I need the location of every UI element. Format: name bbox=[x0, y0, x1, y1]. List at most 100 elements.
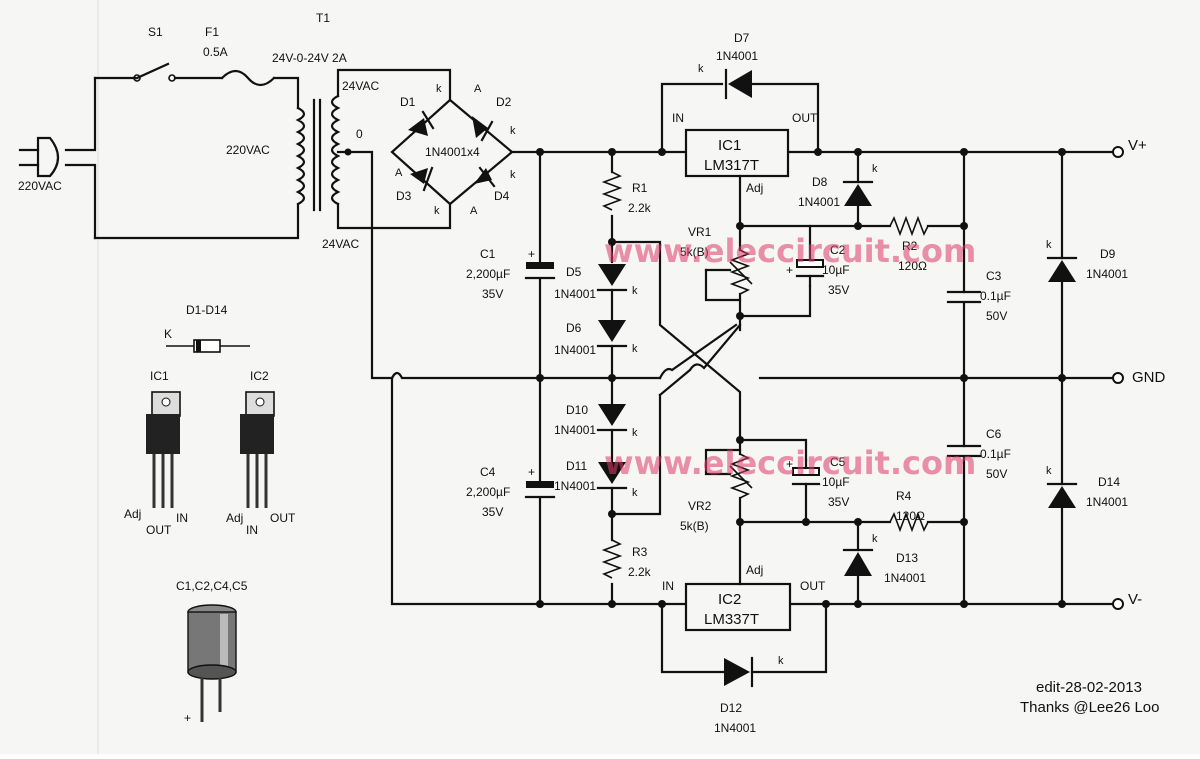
watermark-bottom: www.eleccircuit.com bbox=[604, 444, 976, 482]
d9-part: 1N4001 bbox=[1086, 267, 1128, 281]
d7-k: k bbox=[698, 63, 704, 75]
d11-part: 1N4001 bbox=[554, 479, 596, 493]
d12-part: 1N4001 bbox=[714, 721, 756, 735]
vplus-terminal bbox=[1112, 146, 1124, 158]
fuse-f1 bbox=[220, 69, 276, 87]
d12-symbol bbox=[724, 658, 750, 686]
c2-symbol bbox=[796, 259, 824, 268]
r2-value: 120Ω bbox=[898, 259, 927, 273]
d4-label: D4 bbox=[494, 189, 510, 203]
fuse-value: 0.5A bbox=[203, 45, 228, 59]
d10-part: 1N4001 bbox=[554, 423, 596, 437]
bridge-rectifier bbox=[390, 98, 514, 206]
d14-symbol bbox=[1048, 486, 1076, 508]
d1-label: D1 bbox=[400, 95, 416, 109]
d8-k: k bbox=[872, 163, 878, 175]
d5-ref: D5 bbox=[566, 265, 582, 279]
c5-value: 10µF bbox=[822, 475, 850, 489]
switch-label: S1 bbox=[148, 25, 163, 39]
d14-part: 1N4001 bbox=[1086, 495, 1128, 509]
legend-caps: C1,C2,C4,C5 bbox=[176, 579, 248, 593]
watermark-top: www.eleccircuit.com bbox=[604, 232, 976, 270]
vplus-label: V+ bbox=[1128, 137, 1147, 154]
c3-value: 0.1µF bbox=[980, 289, 1011, 303]
vr2-ref: VR2 bbox=[688, 499, 712, 513]
c6-value: 0.1µF bbox=[980, 447, 1011, 461]
r2-resistor bbox=[889, 215, 929, 237]
r4-value: 120Ω bbox=[896, 509, 925, 523]
d13-ref: D13 bbox=[896, 551, 918, 565]
d4-k: k bbox=[510, 169, 516, 181]
d9-k: k bbox=[1046, 239, 1052, 251]
d13-symbol bbox=[844, 552, 872, 576]
d6-k: k bbox=[632, 343, 638, 355]
switch-s1 bbox=[133, 62, 176, 82]
cap-plus: + bbox=[184, 711, 191, 725]
c4-plus: + bbox=[528, 465, 535, 479]
r1-ref: R1 bbox=[632, 181, 648, 195]
c6-ref: C6 bbox=[986, 427, 1002, 441]
r3-ref: R3 bbox=[632, 545, 648, 559]
c3-ref: C3 bbox=[986, 269, 1002, 283]
d13-part: 1N4001 bbox=[884, 571, 926, 585]
d12-k: k bbox=[778, 655, 784, 667]
ic1-part: LM317T bbox=[704, 157, 759, 174]
center-tap-label: 0 bbox=[356, 127, 363, 141]
d11-symbol bbox=[598, 462, 626, 484]
ic2-pin-out: OUT bbox=[270, 511, 296, 525]
c5-ref: C5 bbox=[830, 455, 846, 469]
vr2-potentiometer bbox=[729, 453, 751, 499]
d12-ref: D12 bbox=[720, 701, 742, 715]
d11-ref: D11 bbox=[566, 459, 587, 473]
ic1-ref: IC1 bbox=[718, 137, 741, 154]
vminus-terminal bbox=[1112, 598, 1124, 610]
ic2-box bbox=[684, 582, 792, 632]
c1-value: 2,200µF bbox=[466, 267, 510, 281]
c1-symbol bbox=[526, 262, 554, 269]
r1-resistor bbox=[601, 171, 623, 211]
ic1-box bbox=[684, 128, 790, 178]
vr1-ref: VR1 bbox=[688, 225, 712, 239]
gnd-terminal bbox=[1112, 372, 1124, 384]
secondary-top-voltage: 24VAC bbox=[342, 79, 379, 93]
d3-a: A bbox=[395, 167, 403, 179]
d7-part: 1N4001 bbox=[716, 49, 758, 63]
transformer-ref: T1 bbox=[316, 11, 330, 25]
c3-voltage: 50V bbox=[986, 309, 1007, 323]
d3-label: D3 bbox=[396, 189, 412, 203]
ic1-pin-out: OUT bbox=[146, 523, 172, 537]
d5-part: 1N4001 bbox=[554, 287, 596, 301]
diode-package-icon bbox=[166, 339, 250, 353]
r4-ref: R4 bbox=[896, 489, 912, 503]
legend-ic2: IC2 bbox=[250, 369, 269, 383]
legend-diode-range: D1-D14 bbox=[186, 303, 228, 317]
d9-ref: D9 bbox=[1100, 247, 1116, 261]
d13-k: k bbox=[872, 533, 878, 545]
c4-voltage: 35V bbox=[482, 505, 503, 519]
ic2-ref: IC2 bbox=[718, 591, 741, 608]
d14-k: k bbox=[1046, 465, 1052, 477]
c4-value: 2,200µF bbox=[466, 485, 510, 499]
ic2-pin-in: IN bbox=[246, 523, 258, 537]
d1-k: k bbox=[436, 83, 442, 95]
d8-ref: D8 bbox=[812, 175, 828, 189]
legend-diode-k: K bbox=[164, 327, 172, 341]
transformer-rating: 24V-0-24V 2A bbox=[272, 51, 347, 65]
d6-part: 1N4001 bbox=[554, 343, 596, 357]
thanks-credit: Thanks @Lee26 Loo bbox=[1020, 699, 1160, 716]
d2-k: k bbox=[510, 125, 516, 137]
electrolytic-capacitor-icon bbox=[187, 604, 237, 722]
d6-symbol bbox=[598, 320, 626, 342]
ac-plug bbox=[18, 76, 97, 240]
c2-ref: C2 bbox=[830, 243, 846, 257]
d8-part: 1N4001 bbox=[798, 195, 840, 209]
transformer-t1 bbox=[295, 94, 341, 212]
d7-ref: D7 bbox=[734, 31, 750, 45]
c5-voltage: 35V bbox=[828, 495, 849, 509]
ic2-out: OUT bbox=[800, 579, 826, 593]
d9-symbol bbox=[1048, 260, 1076, 282]
c6-voltage: 50V bbox=[986, 467, 1007, 481]
d5-symbol bbox=[598, 264, 626, 286]
